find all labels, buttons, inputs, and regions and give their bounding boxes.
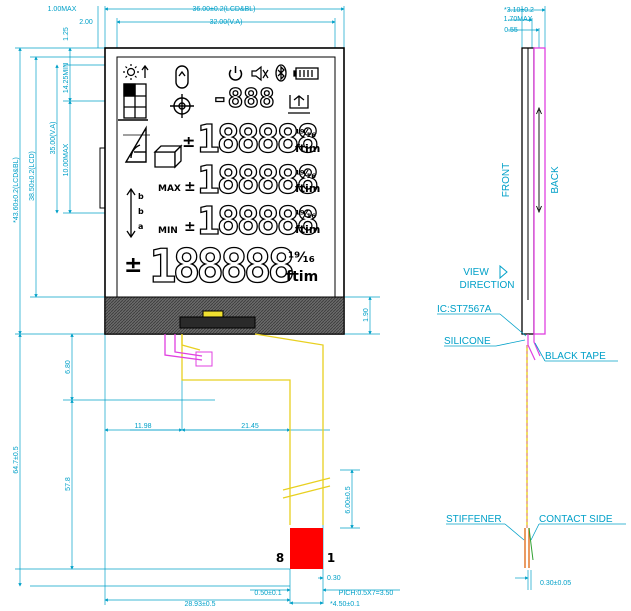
dim-14: 21.45	[241, 423, 259, 430]
dim-18: 0.30	[327, 575, 341, 582]
digits-row3: 188888	[197, 199, 317, 243]
ic-label: IC:ST7567A	[437, 304, 492, 315]
view-label: VIEW	[463, 267, 489, 278]
angle-icon	[123, 125, 150, 163]
ftim-row1: ftim	[295, 142, 320, 155]
dim-22: *4.50±0.1	[330, 601, 360, 608]
dim-3: 2.00	[79, 19, 93, 26]
flex-tail	[164, 334, 203, 361]
front-label: FRONT	[501, 163, 512, 197]
dim-2: 36.00±0.2(LCD&BL)	[193, 6, 256, 13]
black-tape-label: BLACK TAPE	[545, 351, 606, 362]
view-arrow-icon	[499, 264, 508, 280]
ic-yellow-patch	[202, 310, 224, 318]
frac-row3: ¹⁹⁄₁₆	[295, 208, 316, 221]
stiffener-leader	[504, 523, 525, 541]
direction-label: DIRECTION	[460, 280, 515, 291]
frac-row4: ¹⁹⁄₁₆	[288, 250, 315, 266]
dim-5: 1.25	[63, 27, 70, 41]
dim-15: 57.8	[65, 477, 72, 491]
sign-row4: ±	[124, 253, 142, 278]
height-icon	[126, 187, 136, 239]
contact-side-label: CONTACT SIDE	[539, 514, 613, 525]
dim-12: 6.80	[65, 360, 72, 374]
extension-lines	[15, 6, 380, 605]
dim-20: PICH:0.5X7=3.50	[339, 590, 394, 597]
lcd-segments: b b a	[118, 64, 321, 294]
dim-13: 11.98	[135, 423, 152, 430]
dim-10: *43.60±0.2(LCD&BL)	[13, 157, 20, 223]
back-label: BACK	[550, 166, 561, 194]
sub-b-mid: b	[138, 207, 144, 216]
contact-pad	[290, 528, 323, 569]
contact-side-leader	[530, 523, 540, 541]
dim-11: 1.90	[363, 308, 370, 322]
dim-1: 1.00MAX	[48, 6, 77, 13]
side-extension-lines	[508, 6, 546, 590]
sub-a-bottom: a	[138, 222, 143, 231]
box-icon	[153, 144, 183, 169]
frac-row2: ¹⁹⁄₁₆	[295, 168, 316, 181]
digits-row4: 188888	[149, 239, 292, 293]
digits-top: -888	[212, 84, 275, 114]
side-dim-2: 1.70MAX	[504, 16, 533, 23]
battery-icon	[293, 67, 319, 80]
front-view: 1.00MAX 36.00±0.2(LCD&BL) 2.00 32.00(V.A…	[13, 6, 400, 608]
speaker-icon	[251, 65, 269, 82]
ic-leader	[499, 313, 527, 337]
power-icon	[228, 66, 243, 81]
dim-4: 32.00(V.A)	[210, 19, 243, 26]
digits-row1: 188888	[197, 117, 317, 161]
dim-17: 6.00±0.5	[345, 486, 352, 513]
silicone-label: SILICONE	[444, 336, 491, 347]
dimension-lines	[18, 7, 400, 605]
side-backlight	[533, 47, 546, 335]
toggle-icon	[175, 65, 189, 89]
target-icon	[170, 94, 194, 118]
side-contact	[528, 527, 534, 561]
ftim-row2: ftim	[295, 182, 320, 195]
dim-19: 0.50±0.1	[254, 590, 281, 597]
stiffener-label: STIFFENER	[446, 514, 502, 525]
pin-1-label: 1	[327, 551, 335, 565]
sun-icon	[123, 64, 139, 80]
up-arrow-icon	[141, 64, 149, 78]
side-dim-3: 0.55	[504, 27, 518, 34]
side-stiffener	[524, 528, 530, 568]
flex-connector	[195, 351, 213, 367]
bluetooth-icon	[275, 64, 287, 82]
ftim-row4: ftim	[286, 269, 318, 285]
level-icon	[288, 95, 310, 114]
sign-row2: ±	[184, 179, 196, 195]
dim-7: 38.50±0.2(LCD)	[29, 151, 36, 201]
max-label: MAX	[158, 184, 181, 194]
dim-8: 35.00(V.A)	[50, 122, 57, 155]
black-tape-leader	[534, 342, 546, 362]
side-inner-arrow	[536, 106, 542, 214]
side-dim-4: 0.30±0.05	[540, 580, 571, 587]
side-dim-1: *3.10±0.2	[504, 7, 534, 14]
digits-row2: 188888	[197, 158, 317, 202]
silicone-leader	[495, 339, 526, 347]
pin-8-label: 8	[276, 551, 284, 565]
sign-row3: ±	[184, 219, 196, 235]
sub-b-top: b	[138, 192, 144, 201]
dim-21: 28.93±0.5	[184, 601, 215, 608]
min-label: MIN	[158, 226, 178, 236]
layout-icon	[123, 83, 147, 119]
frac-row1: ¹⁹⁄₁₆	[295, 127, 316, 140]
sign-row1: ±	[182, 132, 195, 151]
dim-16: 64.7±0.5	[13, 446, 20, 473]
side-fpc-magenta	[527, 334, 541, 361]
ic-chip	[179, 316, 256, 329]
ftim-row3: ftim	[295, 223, 320, 236]
dim-6: 14.25MIN	[63, 63, 70, 93]
dim-9: 10.00MAX	[63, 143, 70, 176]
side-view: *3.10±0.2 1.70MAX 0.55 0.30±0.05 FRONT B…	[437, 6, 626, 590]
